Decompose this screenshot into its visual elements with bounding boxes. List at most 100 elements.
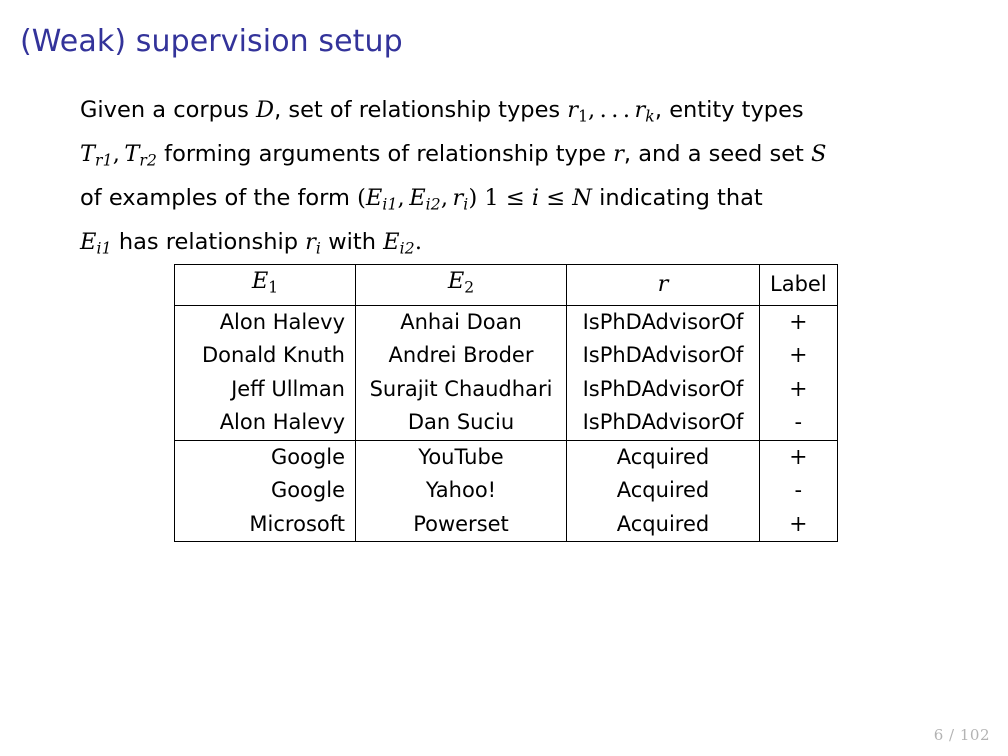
text-run: , set of relationship types [274, 97, 568, 123]
paragraph-line-1: Given a corpus D, set of relationship ty… [80, 92, 926, 136]
cell-relation: IsPhDAdvisorOf [566, 372, 760, 407]
cell-relation: Acquired [566, 507, 760, 543]
cell-entity2: Yahoo! [355, 474, 567, 508]
math-inequality: 1 ≤ [477, 184, 532, 211]
math-subscript-1: 1 [578, 107, 588, 126]
cell-label-glyph: + [789, 511, 808, 537]
text-run: indicating that [591, 184, 763, 211]
math-symbol-T: T [80, 140, 96, 167]
math-comma: , [440, 184, 453, 211]
math-symbol-r: r [567, 97, 579, 123]
cell-entity1: Alon Halevy [174, 305, 356, 340]
cell-label-glyph: + [789, 376, 808, 402]
text-run: with [321, 228, 384, 255]
cell-label: + [759, 372, 838, 407]
cell-relation: Acquired [566, 474, 760, 508]
math-comma: , [397, 184, 410, 211]
cell-label-glyph: + [789, 309, 808, 335]
cell-label-glyph: + [789, 444, 808, 470]
cell-relation: Acquired [566, 440, 760, 475]
cell-entity2: YouTube [355, 440, 567, 475]
math-subscript-k: k [645, 107, 655, 126]
cell-label: + [759, 305, 838, 340]
math-symbol-N: N [572, 184, 592, 211]
math-subscript-i1: i1 [382, 195, 398, 214]
cell-entity2: Anhai Doan [355, 305, 567, 340]
problem-statement-paragraph: Given a corpus D, set of relationship ty… [80, 92, 926, 268]
cell-entity1: Microsoft [174, 507, 356, 543]
cell-entity1: Jeff Ullman [174, 372, 356, 407]
math-symbol-E: E [383, 228, 400, 255]
cell-entity1: Google [174, 440, 356, 475]
math-symbol-E: E [365, 184, 383, 211]
page-title: (Weak) supervision setup [20, 24, 403, 59]
column-header-e2-symbol: E [447, 268, 465, 294]
cell-label: + [759, 440, 838, 475]
text-run: , and a seed set [623, 140, 812, 167]
math-subscript-i2: i2 [399, 239, 415, 258]
cell-entity2: Surajit Chaudhari [355, 372, 567, 407]
text-run: of examples of the form [80, 184, 358, 211]
column-header-e2: E2 [355, 264, 567, 306]
cell-label-glyph: - [794, 478, 803, 503]
cell-label-glyph: + [789, 343, 808, 369]
cell-relation: IsPhDAdvisorOf [566, 339, 760, 373]
cell-label: - [759, 474, 838, 508]
column-header-e1: E1 [174, 264, 356, 306]
cell-label: - [759, 406, 838, 441]
column-header-r-symbol: r [657, 271, 669, 298]
math-symbol-r: r [305, 228, 316, 255]
math-symbol-T: T [124, 140, 140, 167]
cell-entity2: Powerset [355, 507, 567, 543]
cell-relation: IsPhDAdvisorOf [566, 406, 760, 441]
text-run: Given a corpus [80, 97, 257, 123]
cell-entity1: Donald Knuth [174, 339, 356, 373]
math-subscript-i: i [463, 195, 469, 214]
paragraph-line-3: of examples of the form (Ei1, Ei2, ri) 1… [80, 180, 926, 224]
math-symbol-D: D [256, 97, 275, 123]
column-header-r: r [566, 264, 760, 306]
math-symbol-E: E [409, 184, 426, 211]
math-symbol-r: r [613, 140, 624, 167]
text-run: forming arguments of relationship type [157, 140, 614, 167]
math-inequality: ≤ [539, 184, 573, 211]
math-period: . [414, 228, 422, 255]
math-subscript-i1: i1 [96, 239, 112, 258]
paragraph-line-4: Ei1 has relationship ri with Ei2. [80, 224, 926, 268]
math-subscript-i2: i2 [425, 195, 441, 214]
cell-label: + [759, 507, 838, 543]
cell-entity1: Alon Halevy [174, 406, 356, 441]
math-symbol-E: E [80, 228, 97, 255]
math-subscript-r1: r1 [95, 151, 113, 170]
math-ellipsis: , . . . [587, 97, 635, 123]
cell-relation: IsPhDAdvisorOf [566, 305, 760, 340]
math-symbol-i: i [531, 184, 540, 211]
cell-entity2: Dan Suciu [355, 406, 567, 441]
math-symbol-r: r [634, 97, 646, 123]
text-run: has relationship [111, 228, 306, 255]
column-header-e2-subscript: 2 [464, 278, 475, 297]
math-symbol-S: S [811, 140, 827, 167]
math-paren-open: ( [357, 184, 366, 211]
math-subscript-i: i [315, 239, 322, 258]
math-paren-close: ) [468, 184, 478, 211]
column-header-e1-symbol: E [251, 268, 269, 294]
column-header-e1-subscript: 1 [268, 278, 279, 297]
cell-label-glyph: - [794, 410, 803, 435]
math-subscript-r2: r2 [139, 151, 158, 170]
text-run: , entity types [654, 97, 804, 123]
cell-entity1: Google [174, 474, 356, 508]
paragraph-line-2: Tr1, Tr2 forming arguments of relationsh… [80, 136, 926, 180]
cell-label: + [759, 339, 838, 373]
cell-entity2: Andrei Broder [355, 339, 567, 373]
table-header-row: E1 E2 r Label [174, 264, 838, 306]
math-symbol-r: r [452, 184, 464, 211]
